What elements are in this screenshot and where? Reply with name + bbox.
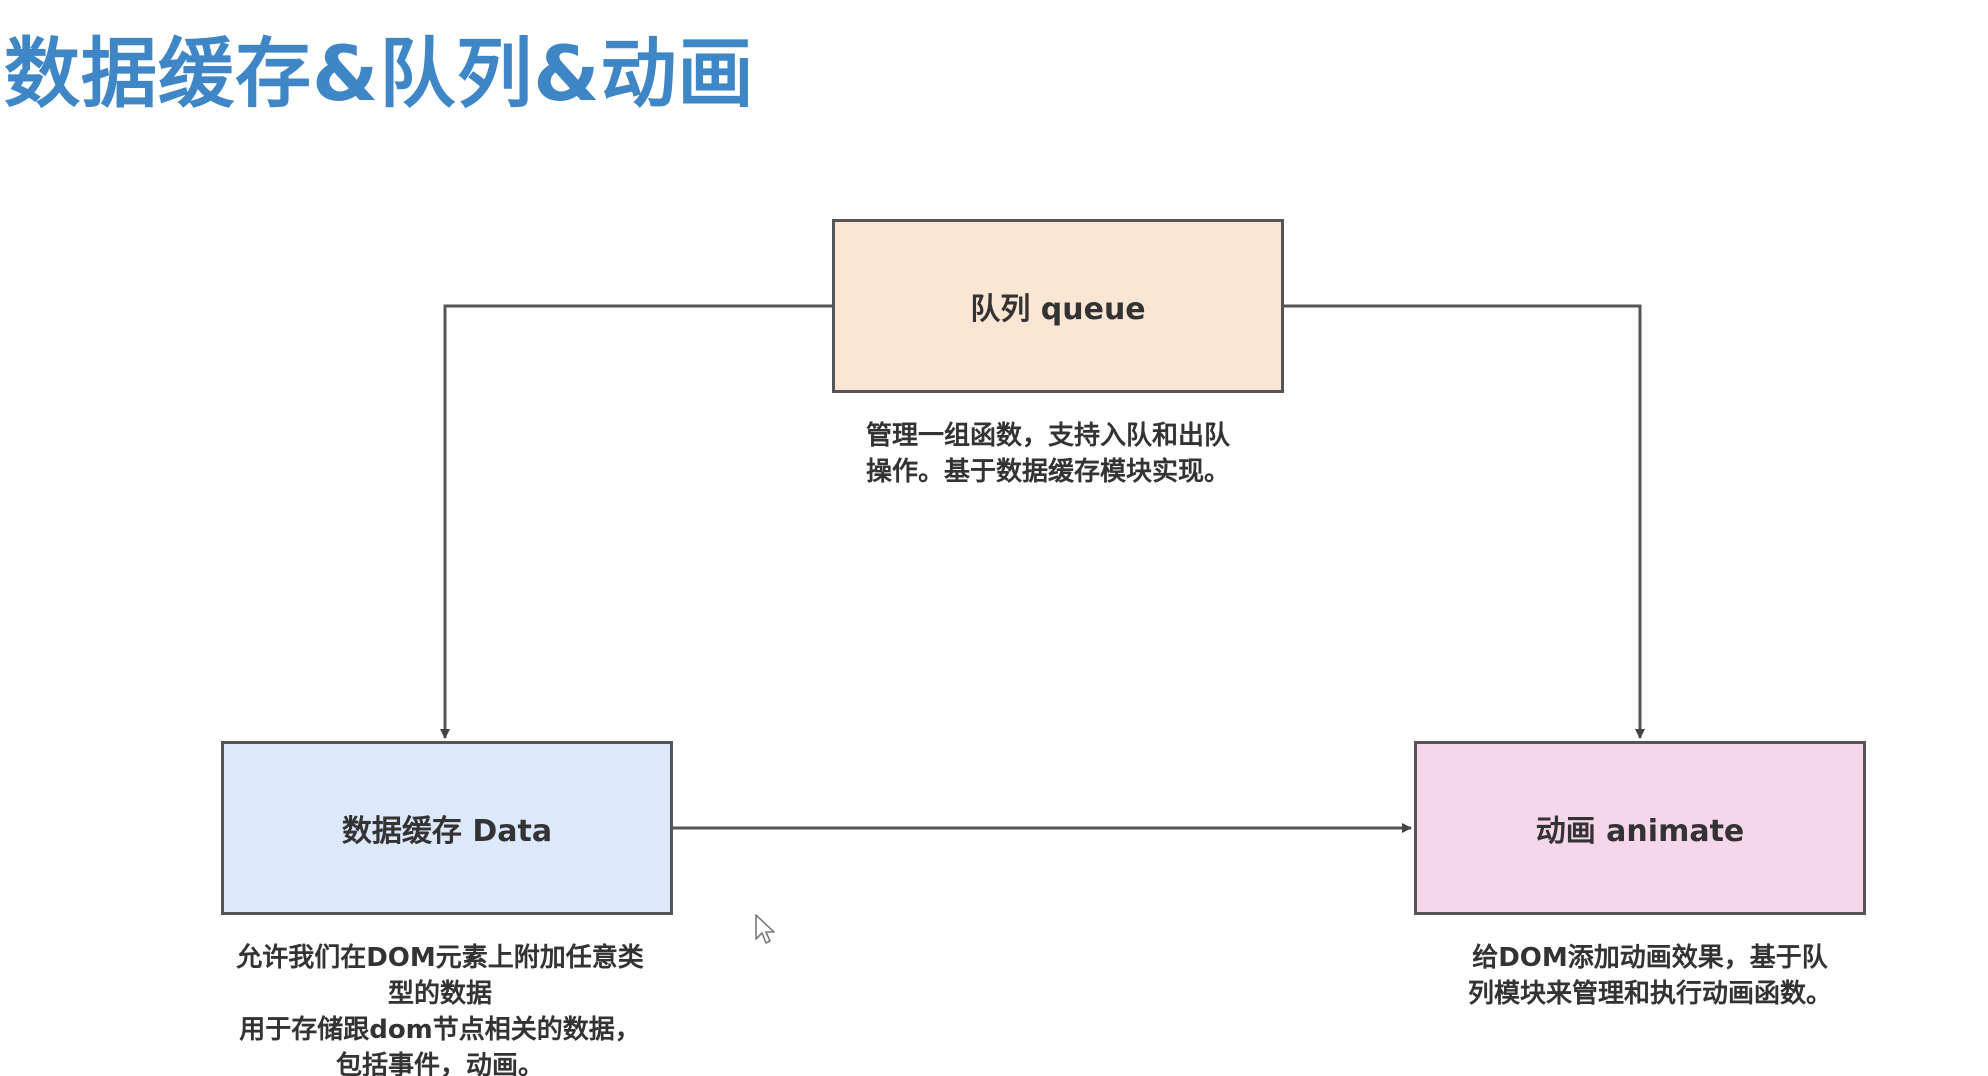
- page-title: 数据缓存&队列&动画: [4, 29, 755, 118]
- description-line: 给DOM添加动画效果，基于队: [1472, 943, 1828, 973]
- node-animate: 动画 animate: [1414, 741, 1866, 915]
- description-line: 允许我们在DOM元素上附加任意类: [236, 943, 644, 973]
- node-queue-label: 队列 queue: [970, 292, 1146, 327]
- description-line: 型的数据: [387, 979, 492, 1009]
- description-line: 包括事件，动画。: [335, 1051, 544, 1076]
- node-data-label: 数据缓存 Data: [341, 814, 553, 849]
- node-animate-description: 给DOM添加动画效果，基于队 列模块来管理和执行动画函数。: [1420, 940, 1880, 1012]
- description-line: 操作。基于数据缓存模块实现。: [866, 457, 1231, 487]
- node-animate-label: 动画 animate: [1535, 814, 1745, 849]
- description-line: 管理一组函数，支持入队和出队: [866, 421, 1231, 451]
- description-line: 列模块来管理和执行动画函数。: [1467, 979, 1832, 1009]
- edge-queue-to-animate: [1284, 304, 1645, 739]
- node-data: 数据缓存 Data: [221, 741, 673, 915]
- mouse-pointer-icon: [755, 914, 775, 944]
- node-queue-description: 管理一组函数，支持入队和出队 操作。基于数据缓存模块实现。: [866, 418, 1286, 490]
- node-data-description: 允许我们在DOM元素上附加任意类 型的数据 用于存储跟dom节点相关的数据， 包…: [190, 940, 690, 1076]
- node-queue: 队列 queue: [832, 219, 1284, 393]
- description-line: 用于存储跟dom节点相关的数据，: [239, 1015, 641, 1045]
- edge-queue-to-data: [440, 304, 832, 739]
